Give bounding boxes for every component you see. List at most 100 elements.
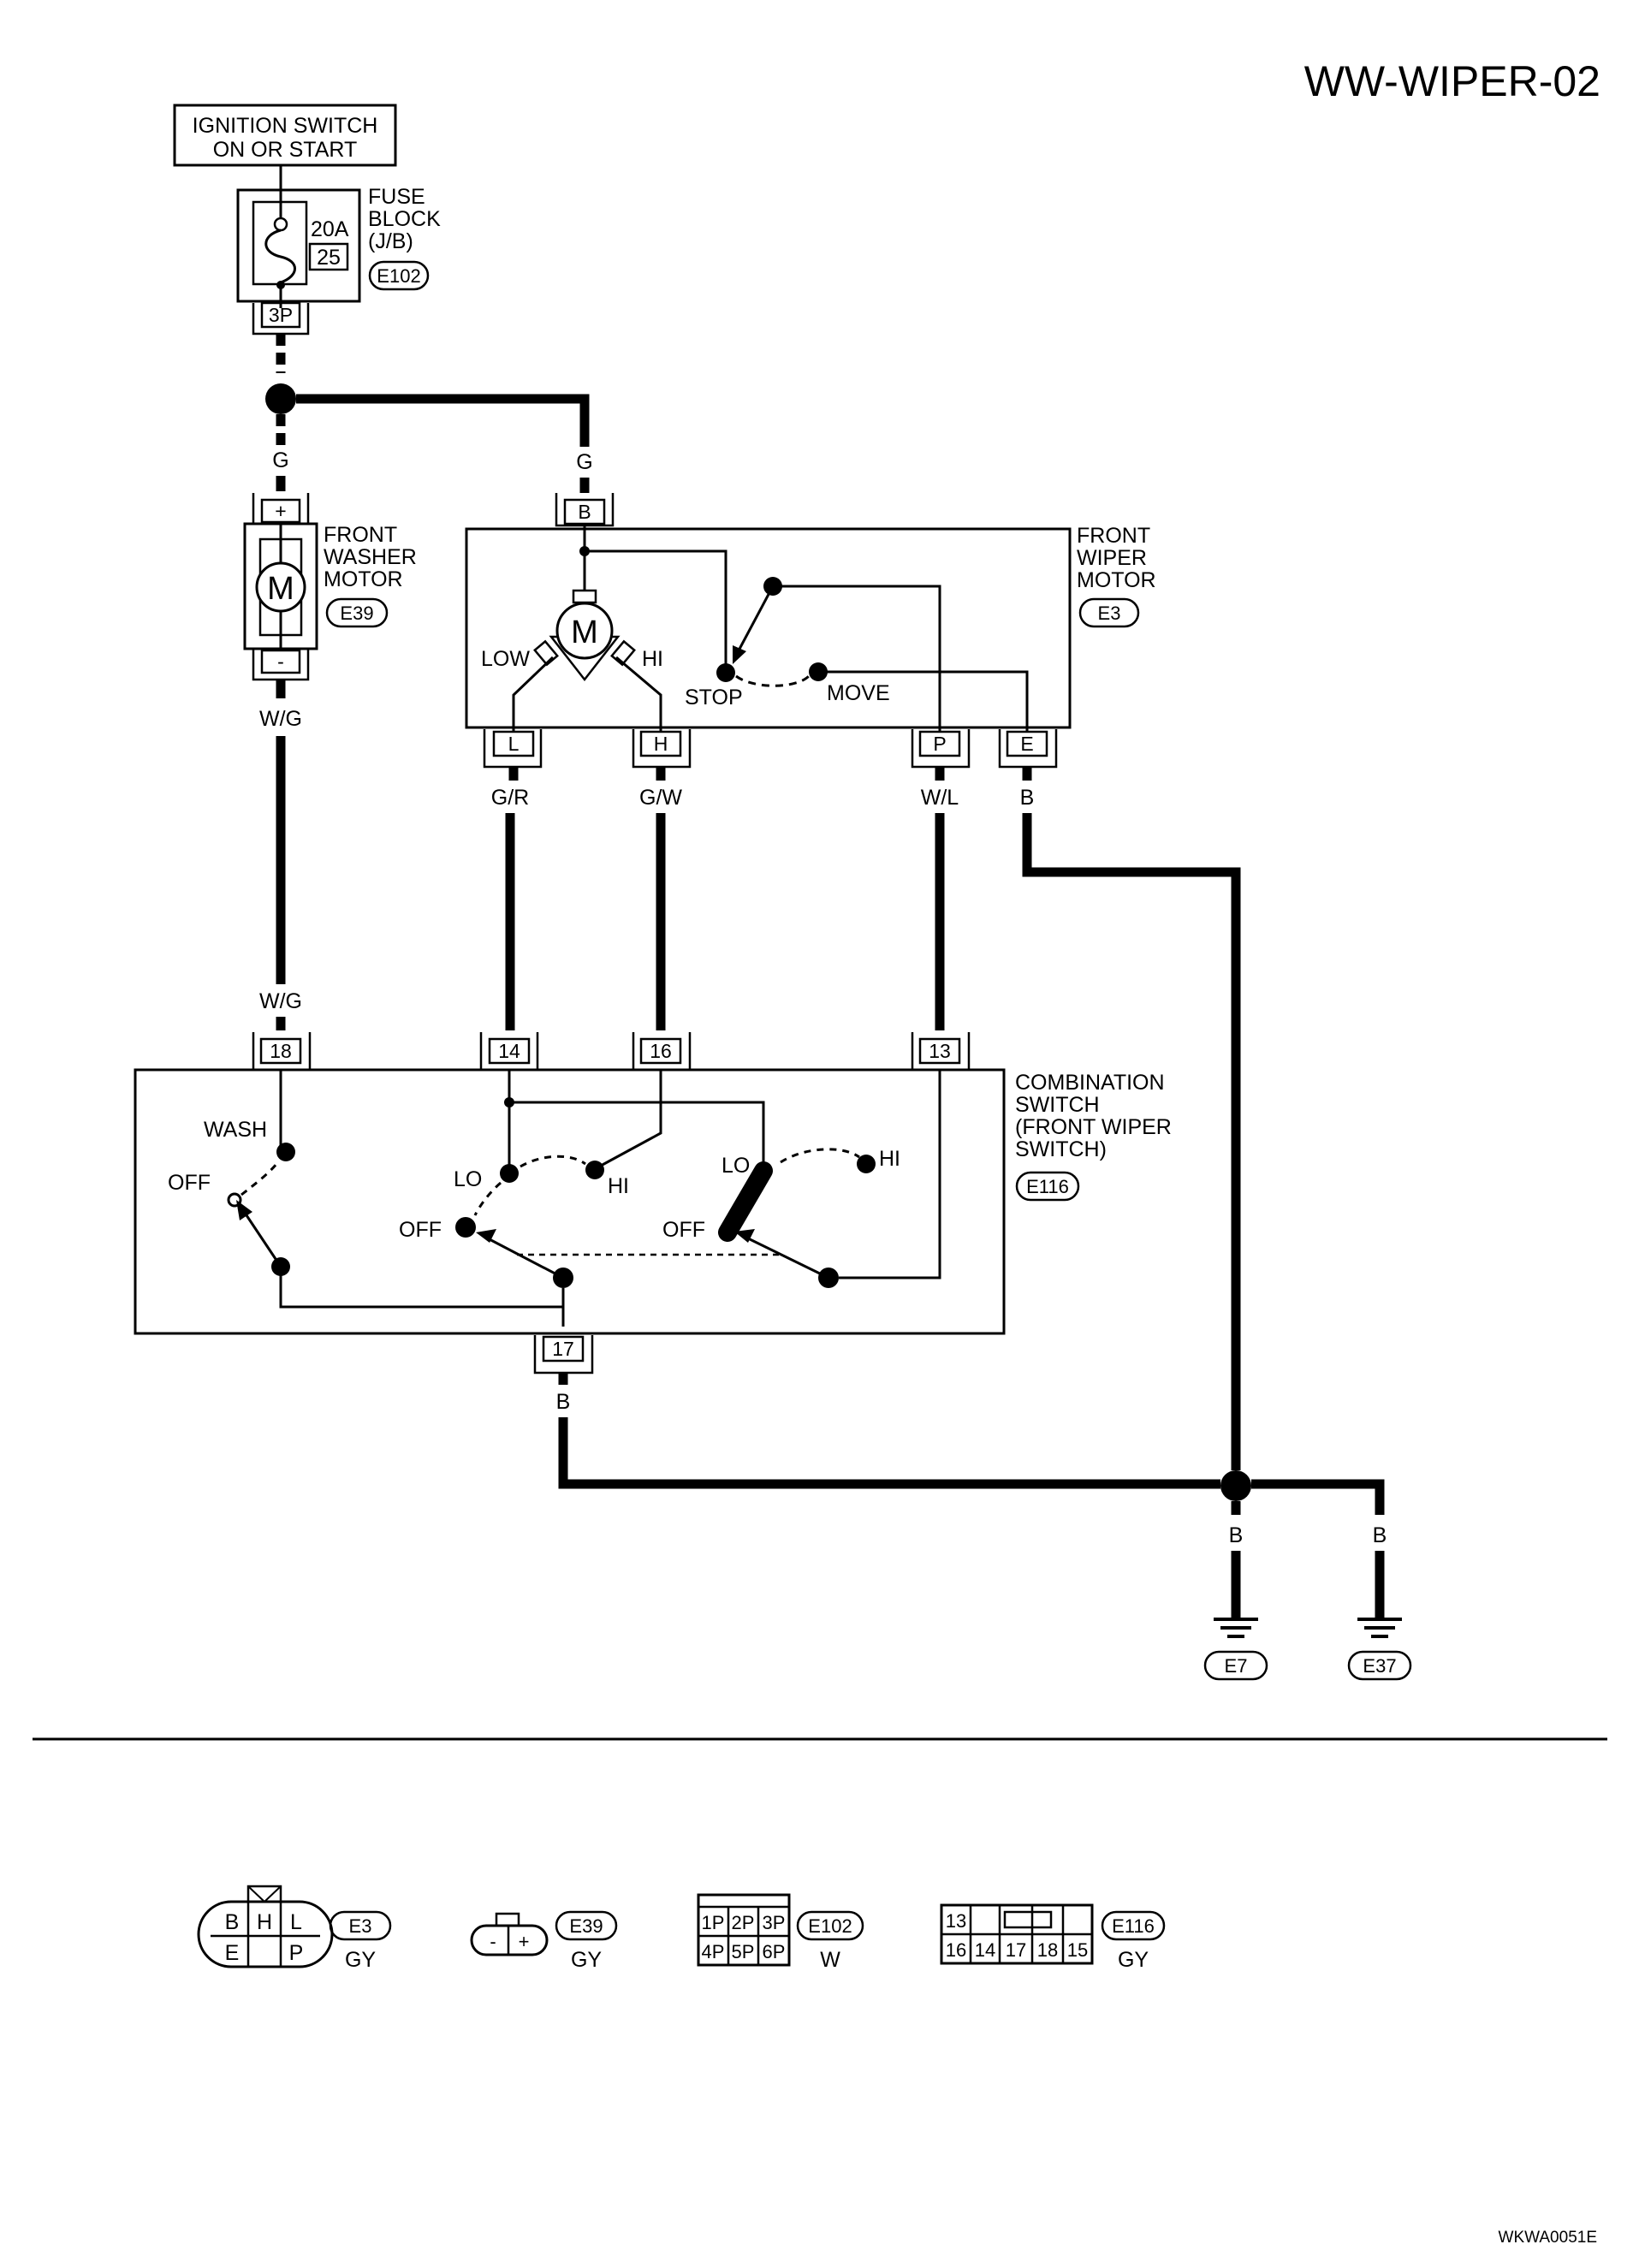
switch-label-line1: COMBINATION: [1015, 1071, 1165, 1095]
ground-code-e37: E37: [1363, 1655, 1396, 1677]
legend-e3-pin-e: E: [225, 1941, 240, 1965]
wire-label-gw: G/W: [639, 786, 682, 810]
legend-e3-color: GY: [345, 1948, 376, 1972]
legend-e3-pin-h: H: [257, 1910, 272, 1934]
splice-supply: [265, 383, 296, 414]
legend-connector-e39: - + E39 GY: [470, 1910, 618, 1972]
wiper-off-contact-1: [455, 1217, 476, 1238]
wiper-pin-b: B: [578, 501, 591, 523]
legend-e102-pin-3p: 3P: [763, 1912, 786, 1933]
fuse-terminal-top: [273, 217, 288, 232]
legend-e3-pin-b: B: [225, 1910, 240, 1934]
legend-e102-pin-4p: 4P: [702, 1941, 725, 1962]
ignition-switch: IGNITION SWITCH ON OR START: [173, 104, 397, 167]
legend-connector-e116: 13 16 14 17 18 15 E116 GY: [940, 1903, 1166, 1972]
switch-label-line2: SWITCH: [1015, 1093, 1100, 1117]
switch-pin-17: 17: [552, 1338, 574, 1360]
wiper-pin-h: H: [654, 733, 668, 755]
wire-b-motor-ground: [1022, 813, 1241, 1470]
legend-e116-pin-17: 17: [1006, 1939, 1026, 1961]
wire-label-b-switch: B: [556, 1390, 571, 1414]
wiper-stop-contact: [716, 663, 735, 682]
switch-pin-14: 14: [498, 1040, 520, 1062]
washer-label-line2: WASHER: [324, 545, 417, 569]
ground-symbol-e7: E7: [1203, 1618, 1268, 1681]
wire-label-b-motor: B: [1020, 786, 1035, 810]
wire-label-b-e37: B: [1373, 1523, 1387, 1547]
switch-pin-13: 13: [929, 1040, 951, 1062]
wiper-hi-contact-2: [857, 1155, 876, 1173]
wire-b-e37: [1251, 1479, 1385, 1515]
fuse-symbol: [264, 229, 296, 284]
legend-e102-pin-6p: 6P: [763, 1941, 786, 1962]
wiper-lo-contact-1: [500, 1164, 519, 1183]
wire-label-wg-top: W/G: [259, 707, 302, 731]
legend-connector-e3: B H L E P E3 GY: [197, 1885, 392, 1972]
washer-pin-plus: +: [275, 500, 286, 522]
legend-e39-code: E39: [569, 1915, 603, 1937]
wiper-label-line2: WIPER: [1077, 546, 1147, 570]
wiper-motor-symbol: [555, 602, 614, 660]
page-code: WW-WIPER-02: [1304, 57, 1600, 105]
switch-label-wash: WASH: [204, 1118, 267, 1142]
ignition-label-line1: IGNITION SWITCH: [193, 114, 378, 138]
wire-label-wl: W/L: [921, 786, 959, 810]
wire-g-to-wiper: [296, 394, 590, 447]
wiper-label-move: MOVE: [827, 681, 890, 705]
legend-connector-e102: 1P 2P 3P 4P 5P 6P E102 W: [697, 1893, 864, 1972]
pin-3p: 3P: [269, 304, 293, 326]
fuse-connector-code: E102: [377, 265, 420, 287]
legend-e3-pin-p: P: [289, 1941, 304, 1965]
washer-connector-code: E39: [340, 603, 373, 624]
washer-motor-m: M: [267, 571, 294, 607]
washer-label-line3: MOTOR: [324, 567, 403, 591]
legend-e3-code: E3: [349, 1915, 372, 1937]
legend-e116-pin-15: 15: [1067, 1939, 1088, 1961]
front-wiper-motor: B M LOW HI STOP MOVE FRONT WIPER MOTOR: [465, 493, 1156, 769]
legend-e39-pin-plus: +: [519, 1931, 530, 1952]
switch-label-line3: (FRONT WIPER: [1015, 1115, 1172, 1139]
wire-label-g-right: G: [576, 450, 592, 474]
legend-e102-pin-5p: 5P: [732, 1941, 755, 1962]
ground-symbol-e37: E37: [1347, 1618, 1412, 1681]
legend-e102-color: W: [820, 1948, 840, 1972]
switch-label-off-1: OFF: [399, 1218, 442, 1242]
legend-e102-code: E102: [808, 1915, 852, 1937]
switch-connector-code: E116: [1026, 1176, 1069, 1197]
wiper-motor-m: M: [571, 614, 598, 650]
switch-label-off-washer: OFF: [168, 1171, 211, 1195]
legend-e116-pin-16: 16: [946, 1939, 966, 1961]
fuse-block: 20A 25 FUSE BLOCK (J/B) E102: [236, 185, 441, 308]
legend-e116-pin-14: 14: [975, 1939, 995, 1961]
fuse-label-line2: BLOCK: [368, 207, 441, 231]
combination-switch: 18 14 16 13 WASH OFF: [134, 1032, 1172, 1374]
switch-label-off-2: OFF: [662, 1218, 705, 1242]
legend-e116-color: GY: [1118, 1948, 1149, 1972]
ignition-label-line2: ON OR START: [213, 138, 358, 162]
wire-label-wg-bottom: W/G: [259, 989, 302, 1013]
fuse-label-line3: (J/B): [368, 229, 413, 253]
wiper-label-line3: MOTOR: [1077, 568, 1156, 592]
legend-e39-color: GY: [571, 1948, 602, 1972]
switch-label-hi-2: HI: [879, 1147, 900, 1171]
switch-label-hi-1: HI: [608, 1174, 629, 1198]
fuse-amp: 20A: [311, 217, 349, 241]
footer-code: WKWA0051E: [1499, 2229, 1597, 2247]
fuse-connector-badge: [368, 260, 430, 291]
switch-pin-18: 18: [270, 1040, 292, 1062]
front-washer-motor: + M - FRONT WASHER MOTOR E39: [243, 493, 417, 681]
legend-e102-pin-1p: 1P: [702, 1912, 725, 1933]
wire-label-b-e7: B: [1229, 1523, 1244, 1547]
wire-b-switch-ground: [558, 1417, 1220, 1489]
fuse-number: 25: [317, 246, 341, 270]
wiper-cam-arrow: [733, 645, 746, 664]
wire-label-g-left: G: [272, 448, 288, 472]
wiper-label-hi: HI: [642, 647, 663, 671]
wiper-switch-lever: [718, 1161, 773, 1242]
switch-label-lo-1: LO: [454, 1167, 482, 1191]
switch-pin-16: 16: [650, 1040, 672, 1062]
wiper-pin-p: P: [933, 733, 946, 755]
wiper-connector-code: E3: [1098, 603, 1121, 624]
wiper-hi-contact-1: [585, 1161, 604, 1179]
wire-label-gr: G/R: [491, 786, 529, 810]
